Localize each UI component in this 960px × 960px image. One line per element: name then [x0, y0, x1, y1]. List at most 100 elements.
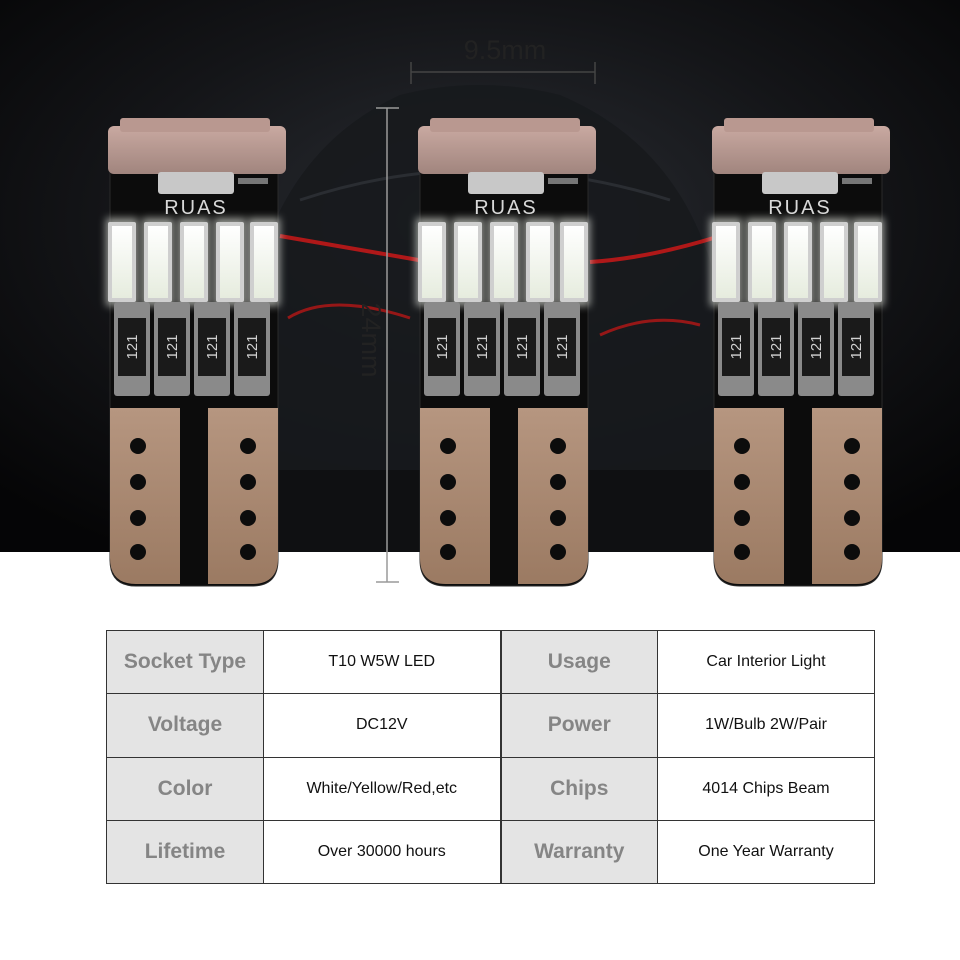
resistor-body — [842, 318, 870, 376]
led-emitter — [254, 226, 274, 298]
spec-value: Car Interior Light — [657, 629, 875, 695]
contact-pad-right — [812, 408, 882, 584]
contact-pad-left — [714, 408, 784, 584]
contact-pad-right — [518, 408, 588, 584]
led-bulb: RUAS 121 121 121 121 — [106, 118, 286, 587]
resistor-body — [548, 318, 576, 376]
resistor-body — [198, 318, 226, 376]
spec-value: DC12V — [263, 693, 501, 758]
contact-pad-left — [420, 408, 490, 584]
via-hole — [844, 510, 860, 526]
top-cap — [712, 126, 890, 174]
via-hole — [734, 510, 750, 526]
via-hole — [440, 510, 456, 526]
resistor-code: 121 — [514, 334, 531, 359]
brand-text: RUAS — [768, 197, 832, 219]
cap-clip — [762, 172, 838, 194]
resistor-code: 121 — [124, 334, 141, 359]
via-hole — [130, 544, 146, 560]
via-hole — [734, 438, 750, 454]
cap-clip — [468, 172, 544, 194]
spec-label: Warranty — [499, 819, 658, 885]
top-cap-edge — [724, 118, 874, 132]
height-dimension: 24mm — [356, 107, 399, 583]
resistor-code: 121 — [728, 334, 745, 359]
cap-notch — [238, 178, 268, 184]
led-emitter — [716, 226, 736, 298]
resistor-code: 121 — [848, 334, 865, 359]
resistor-code: 121 — [768, 334, 785, 359]
led-emitter — [564, 226, 584, 298]
resistor-code: 121 — [244, 334, 261, 359]
width-dimension-label: 9.5mm — [464, 35, 547, 65]
spec-label: Lifetime — [106, 819, 264, 885]
cap-notch — [548, 178, 578, 184]
contact-pad-right — [208, 408, 278, 584]
resistor-body — [158, 318, 186, 376]
via-hole — [844, 474, 860, 490]
via-hole — [130, 474, 146, 490]
resistor-body — [468, 318, 496, 376]
led-emitter — [184, 226, 204, 298]
cap-clip — [158, 172, 234, 194]
via-hole — [734, 544, 750, 560]
resistor-body — [802, 318, 830, 376]
spec-label: Power — [499, 693, 658, 758]
spec-label: Chips — [499, 756, 658, 821]
spec-label: Color — [106, 756, 264, 821]
resistor-code: 121 — [204, 334, 221, 359]
cap-notch — [842, 178, 872, 184]
spec-value: Over 30000 hours — [263, 819, 501, 885]
resistor-body — [508, 318, 536, 376]
led-emitter — [220, 226, 240, 298]
resistor-body — [238, 318, 266, 376]
via-hole — [550, 438, 566, 454]
via-hole — [130, 510, 146, 526]
brand-text: RUAS — [164, 197, 228, 219]
via-hole — [550, 544, 566, 560]
resistor-body — [762, 318, 790, 376]
width-dimension: 9.5mm — [410, 35, 596, 84]
led-emitter — [752, 226, 772, 298]
led-emitter — [788, 226, 808, 298]
contact-pad-left — [110, 408, 180, 584]
spec-label: Usage — [499, 629, 658, 695]
via-hole — [440, 544, 456, 560]
via-hole — [130, 438, 146, 454]
spec-value: 1W/Bulb 2W/Pair — [657, 693, 875, 758]
via-hole — [844, 544, 860, 560]
top-cap-edge — [430, 118, 580, 132]
via-hole — [734, 474, 750, 490]
spec-value: White/Yellow/Red,etc — [263, 756, 501, 821]
product-photo: 9.5mm 24mm RUAS 121 121 121 121 RUAS 121 121 121… — [0, 0, 960, 587]
via-hole — [550, 474, 566, 490]
resistor-code: 121 — [554, 334, 571, 359]
spec-value: One Year Warranty — [657, 819, 875, 885]
led-bulbs: RUAS 121 121 121 121 RUAS 121 121 121 121 RUAS 121 1… — [106, 118, 890, 587]
led-emitter — [458, 226, 478, 298]
height-dimension-label: 24mm — [356, 302, 386, 377]
resistor-code: 121 — [434, 334, 451, 359]
top-cap — [418, 126, 596, 174]
via-hole — [240, 544, 256, 560]
brand-text: RUAS — [474, 197, 538, 219]
spec-value: T10 W5W LED — [263, 629, 501, 695]
via-hole — [240, 474, 256, 490]
top-cap — [108, 126, 286, 174]
led-emitter — [112, 226, 132, 298]
via-hole — [844, 438, 860, 454]
spec-value: 4014 Chips Beam — [657, 756, 875, 821]
led-emitter — [422, 226, 442, 298]
resistor-code: 121 — [164, 334, 181, 359]
via-hole — [240, 438, 256, 454]
via-hole — [440, 438, 456, 454]
led-emitter — [858, 226, 878, 298]
